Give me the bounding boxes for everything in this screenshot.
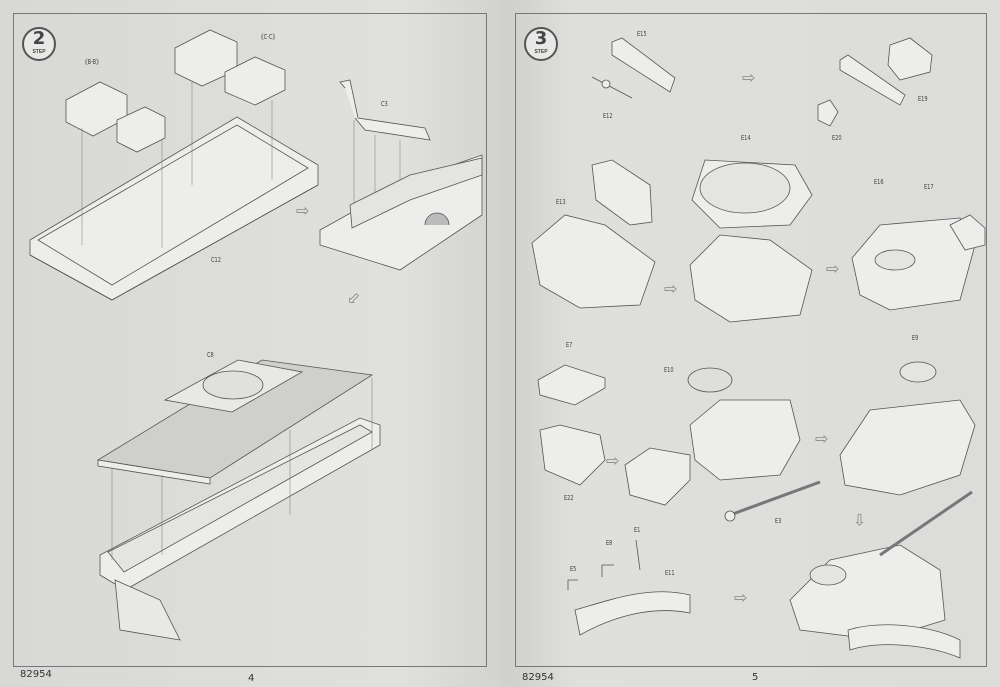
label-e9: E9 [912,334,919,342]
right-page-frame [515,13,987,667]
cabin-boxes-cc [174,29,286,106]
label-e7: E7 [566,341,573,349]
left-product-code: 82954 [20,669,52,680]
right-page-number: 5 [752,672,759,683]
label-e8: E8 [606,539,613,547]
label-e14: E14 [741,134,751,142]
label-e11: E11 [665,569,675,577]
label-c8: C8 [207,351,214,359]
label-cc: 《C-C》 [258,33,279,41]
label-c3: C3 [381,100,388,108]
right-product-code: 82954 [522,672,554,683]
part-e19-e20 [817,37,933,127]
right-arrow-icon: ⇨ [742,70,756,87]
hull-front-drawing [319,154,483,271]
cabin-boxes-bb [65,81,166,153]
seat-c3-drawing [339,79,431,141]
label-e20: E20 [832,134,842,142]
left-page-number: 4 [248,673,255,684]
hull-lower-drawing [99,417,381,641]
left-page-frame [13,13,487,667]
label-c12: C12 [211,256,221,264]
turret-e14 [689,159,813,323]
gun-e3 [724,480,821,522]
label-bb: 《B-B》 [82,58,102,66]
label-e17: E17 [924,183,934,191]
label-e12: E12 [603,112,613,120]
deck-c8-drawing [96,359,374,485]
label-e5: E5 [570,565,577,573]
label-e22: E22 [564,494,574,502]
hull-c12-drawing [29,116,319,301]
label-e16: E16 [874,178,884,186]
turret-assembled-1 [851,214,986,311]
turret-e13 [531,159,656,309]
part-e7-e22 [537,364,606,486]
label-e13: E13 [556,198,566,206]
turret-e10-assembly [624,367,801,506]
turret-final [789,490,973,659]
label-e15: E15 [637,30,647,38]
label-e10: E10 [664,366,674,374]
label-e3: E3 [775,517,782,525]
right-arrow-icon: ⇨ [606,453,620,470]
label-e19: E19 [918,95,928,103]
right-arrow-icon: ⇨ [826,261,840,278]
turret-e9-assembly [839,361,976,496]
down-arrow-icon: ⇨ [850,513,868,527]
label-e1: E1 [634,526,641,534]
right-arrow-icon: ⇨ [815,431,829,448]
right-arrow-icon: ⇨ [296,203,310,220]
right-arrow-icon: ⇨ [734,590,748,607]
right-arrow-icon: ⇨ [664,281,678,298]
part-e15-e12 [591,37,676,99]
parts-e1-e5-e8-e11 [567,539,691,636]
